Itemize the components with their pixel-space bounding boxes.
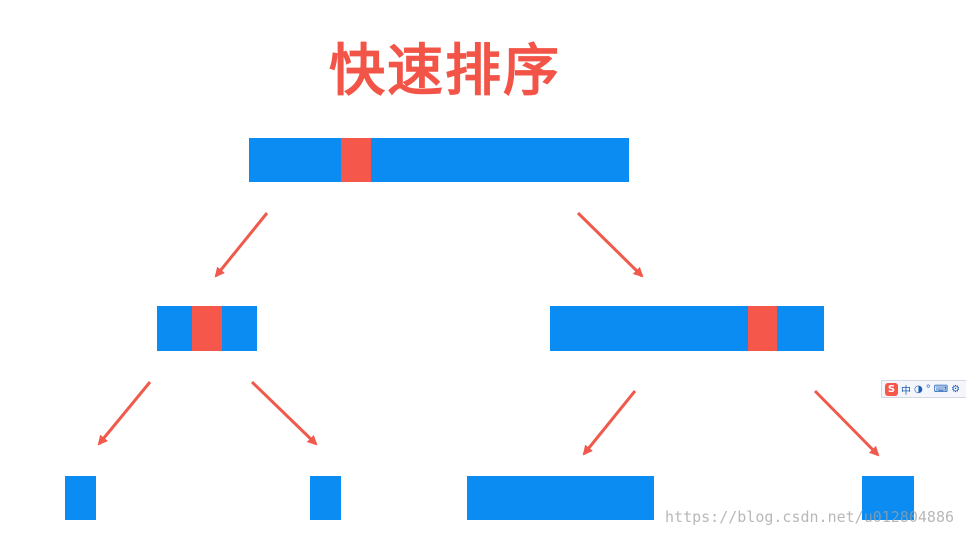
array-level-3-a	[65, 476, 96, 520]
pivot-level-2-right	[748, 306, 777, 351]
sogou-logo-icon[interactable]: S	[885, 382, 898, 396]
diagram-title: 快速排序	[329, 39, 561, 104]
array-level-1	[249, 138, 629, 182]
ime-punctuation-icon[interactable]: ◑	[914, 383, 923, 395]
pivot-level-2-left	[192, 306, 222, 351]
arrow-right-to-c	[582, 390, 637, 456]
ime-mode-icon[interactable]: 中	[901, 385, 911, 397]
ime-fullwidth-icon[interactable]: °	[925, 383, 931, 395]
arrow-left-to-a	[97, 381, 152, 446]
arrow-left-to-b	[250, 380, 318, 446]
ime-settings-icon[interactable]: ⚙	[951, 383, 961, 395]
arrow-right-to-d	[813, 389, 880, 457]
ime-keyboard-icon[interactable]: ⌨	[933, 383, 949, 395]
array-level-2-right	[550, 306, 824, 351]
array-level-3-b	[310, 476, 341, 520]
watermark-text: https://blog.csdn.net/u012804886	[665, 508, 954, 526]
pivot-level-1	[341, 138, 371, 182]
ime-toolbar[interactable]: S 中 ◑ ° ⌨ ⚙	[881, 380, 966, 398]
arrow-root-to-right	[576, 211, 644, 278]
array-level-3-d	[862, 476, 914, 520]
arrow-root-to-left	[214, 212, 269, 278]
array-level-3-c	[467, 476, 654, 520]
